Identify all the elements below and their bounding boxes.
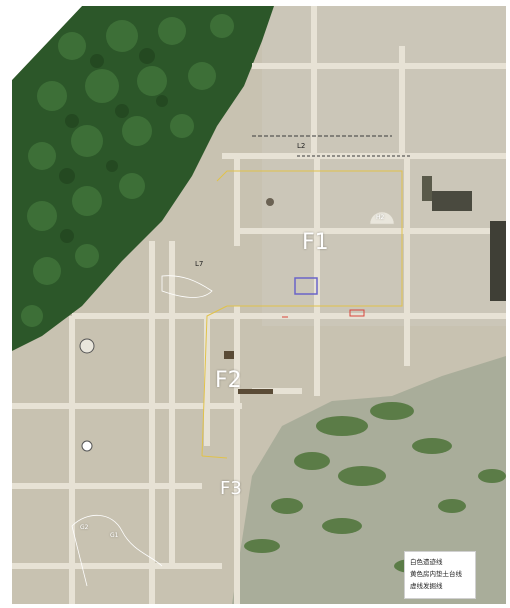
dark-feature-2 [422, 176, 432, 201]
dark-feature [224, 351, 234, 359]
h2-feature [369, 211, 395, 225]
floor-platform-lines [201, 170, 403, 459]
dark-trench-2 [490, 221, 506, 301]
feature-label-l2: L2 [297, 142, 306, 150]
zone-label-f2: F2 [215, 368, 242, 393]
legend-line-3: 虚线发掘线 [410, 582, 443, 590]
forest-texture [21, 14, 234, 327]
red-markers [282, 309, 365, 318]
aerial-map[interactable]: F1 F2 F3 L2 L7 H2 G1 G2 白色遗迹线 黄色房内垫土台线 虚… [12, 6, 506, 604]
feature-label-h2: H2 [376, 214, 385, 221]
map-legend: 白色遗迹线 黄色房内垫土台线 虚线发掘线 [404, 551, 476, 599]
highlight-box [294, 277, 318, 295]
dark-trench [432, 191, 472, 211]
pit-feature [266, 198, 274, 206]
forest-shadow [59, 48, 168, 243]
blank-corner [12, 6, 82, 80]
feature-label-g2: G2 [80, 524, 89, 531]
map-canvas [12, 6, 506, 604]
pit-circle [79, 338, 95, 354]
zone-label-f1: F1 [302, 230, 329, 255]
legend-line-2: 黄色房内垫土台线 [410, 570, 462, 578]
forest-area [12, 6, 274, 351]
upper-soil [262, 6, 506, 326]
feature-label-g1: G1 [110, 532, 119, 539]
feature-label-l7: L7 [195, 260, 204, 268]
trench-grid [12, 6, 506, 604]
vegetation-patches [244, 402, 506, 573]
zone-label-f3: F3 [220, 478, 242, 499]
pit-circle-2 [81, 440, 93, 452]
feature-outlines [71, 275, 213, 587]
legend-line-1: 白色遗迹线 [410, 558, 443, 566]
dark-trench-3 [238, 389, 273, 394]
